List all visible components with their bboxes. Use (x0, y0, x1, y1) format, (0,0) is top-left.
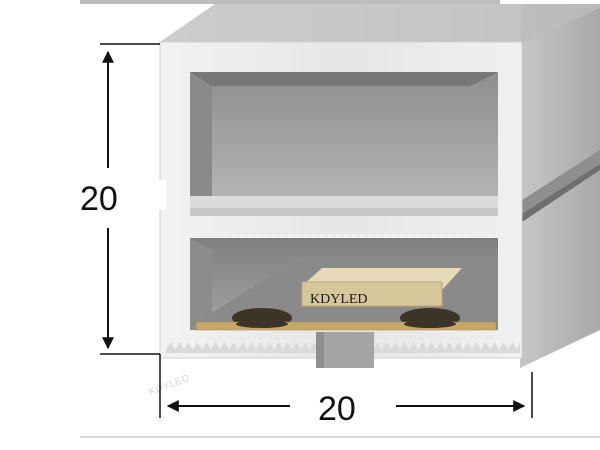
led-chip (301, 281, 443, 307)
left-notch (156, 180, 166, 210)
bottom-mounting-tab (316, 332, 374, 368)
top-edge-strip (80, 0, 500, 4)
bottom-rule (80, 436, 600, 438)
pcb-strip (195, 321, 497, 331)
height-dimension-label: 20 (80, 180, 118, 218)
brand-label: KDYLED (310, 292, 368, 307)
corner-watermark: KDYLED (147, 373, 191, 398)
width-dimension-label: 20 (318, 390, 356, 428)
upper-cavity (190, 72, 498, 196)
